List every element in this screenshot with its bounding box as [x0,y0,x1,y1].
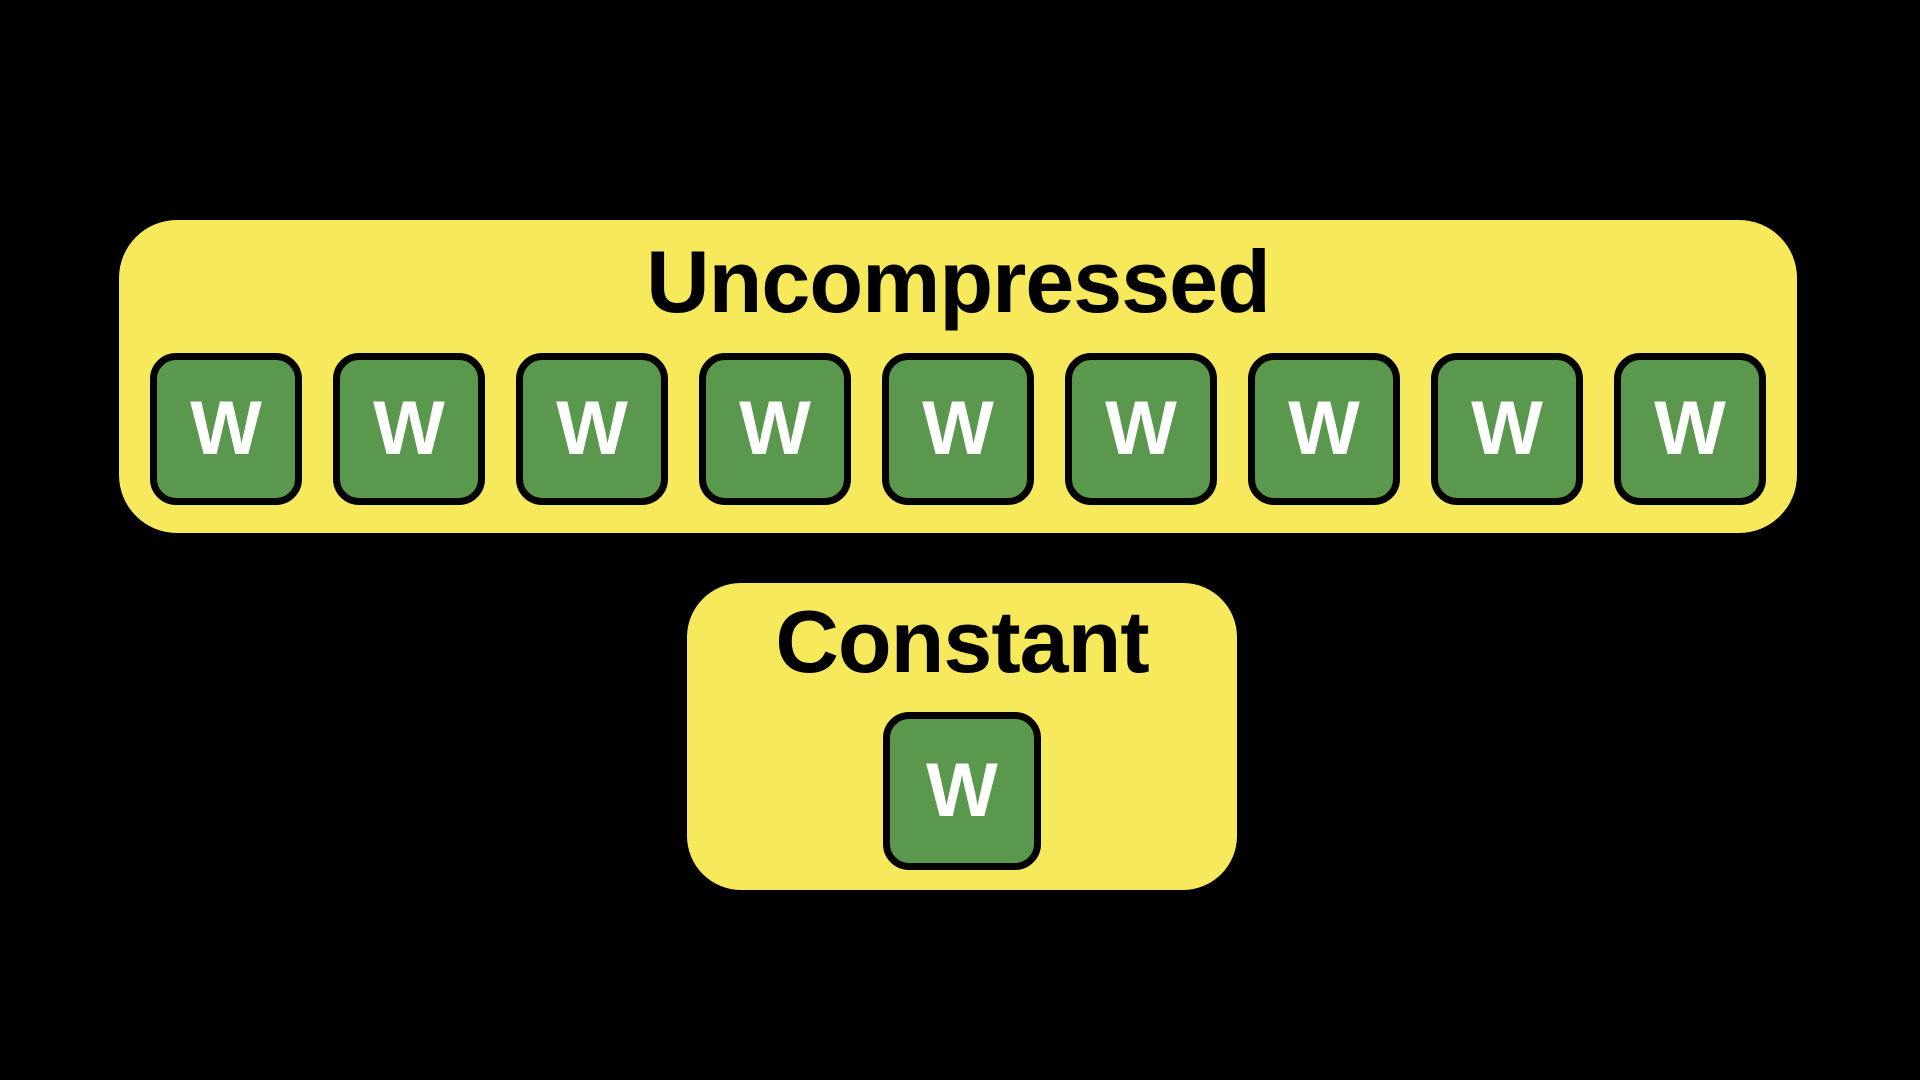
letter-tile: W [150,353,302,505]
letter-tile: W [333,353,485,505]
letter-tile: W [516,353,668,505]
tile-letter: W [1654,386,1726,471]
tile-letter: W [739,386,811,471]
letter-tile: W [1248,353,1400,505]
uncompressed-title: Uncompressed [646,232,1271,331]
letter-tile: W [883,712,1041,870]
tile-letter: W [190,386,262,471]
uncompressed-box: Uncompressed W W W W W W W W W [119,220,1797,533]
letter-tile: W [1614,353,1766,505]
letter-tile: W [1431,353,1583,505]
constant-tile-row: W [687,712,1237,870]
constant-box: Constant W [687,583,1237,890]
letter-tile: W [882,353,1034,505]
tile-letter: W [926,748,998,833]
tile-letter: W [922,386,994,471]
tile-letter: W [1105,386,1177,471]
tile-letter: W [1288,386,1360,471]
tile-letter: W [373,386,445,471]
tile-letter: W [1471,386,1543,471]
constant-title: Constant [775,592,1149,691]
letter-tile: W [699,353,851,505]
letter-tile: W [1065,353,1217,505]
tile-letter: W [556,386,628,471]
